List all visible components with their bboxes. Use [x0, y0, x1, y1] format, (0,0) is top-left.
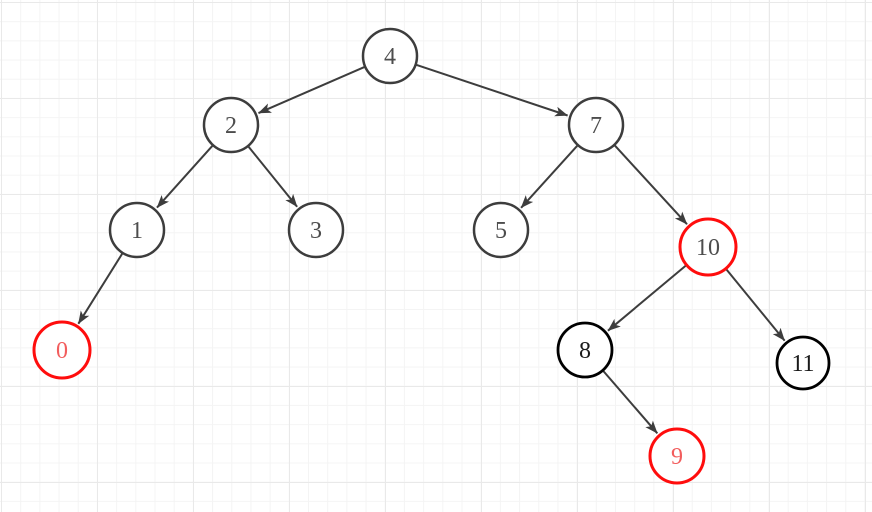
- node-label-10: 10: [696, 235, 720, 261]
- edge-10-11[interactable]: [725, 268, 786, 342]
- edge-1-0[interactable]: [77, 253, 124, 325]
- edge-2-1[interactable]: [156, 145, 214, 209]
- node-circle-4[interactable]: [361, 27, 419, 85]
- tree-node-7[interactable]: 7: [567, 96, 625, 154]
- tree-node-0[interactable]: 0: [32, 320, 92, 380]
- tree-node-9[interactable]: 9: [648, 427, 706, 485]
- tree-node-1[interactable]: 1: [108, 201, 166, 259]
- node-label-4: 4: [384, 44, 396, 70]
- node-label-3: 3: [310, 218, 322, 244]
- edge-4-2[interactable]: [258, 66, 365, 115]
- node-label-5: 5: [495, 218, 507, 244]
- node-circle-7[interactable]: [567, 96, 625, 154]
- node-circle-10[interactable]: [678, 217, 738, 277]
- tree-node-2[interactable]: 2: [202, 96, 260, 154]
- tree-node-4[interactable]: 4: [361, 27, 419, 85]
- node-circle-2[interactable]: [202, 96, 260, 154]
- edge-2-3[interactable]: [247, 146, 298, 208]
- node-label-2: 2: [225, 113, 237, 139]
- edge-10-8[interactable]: [607, 264, 687, 332]
- node-label-1: 1: [131, 218, 143, 244]
- node-circle-0[interactable]: [32, 320, 92, 380]
- node-label-9: 9: [671, 444, 683, 470]
- tree-node-8[interactable]: 8: [556, 321, 614, 379]
- node-label-11: 11: [791, 351, 814, 377]
- node-label-7: 7: [590, 113, 602, 139]
- node-label-0: 0: [56, 338, 68, 364]
- tree-node-10[interactable]: 10: [678, 217, 738, 277]
- edge-7-5[interactable]: [520, 145, 578, 209]
- edge-7-10[interactable]: [614, 144, 688, 225]
- node-circle-9[interactable]: [648, 427, 706, 485]
- node-label-8: 8: [579, 338, 591, 364]
- node-circle-5[interactable]: [472, 201, 530, 259]
- tree-node-5[interactable]: 5: [472, 201, 530, 259]
- node-circle-8[interactable]: [556, 321, 614, 379]
- edge-4-7[interactable]: [416, 63, 569, 117]
- tree-node-11[interactable]: 11: [775, 335, 831, 391]
- edge-8-9[interactable]: [602, 370, 659, 434]
- node-circle-1[interactable]: [108, 201, 166, 259]
- node-circle-11[interactable]: [775, 335, 831, 391]
- tree-node-3[interactable]: 3: [287, 201, 345, 259]
- node-circle-3[interactable]: [287, 201, 345, 259]
